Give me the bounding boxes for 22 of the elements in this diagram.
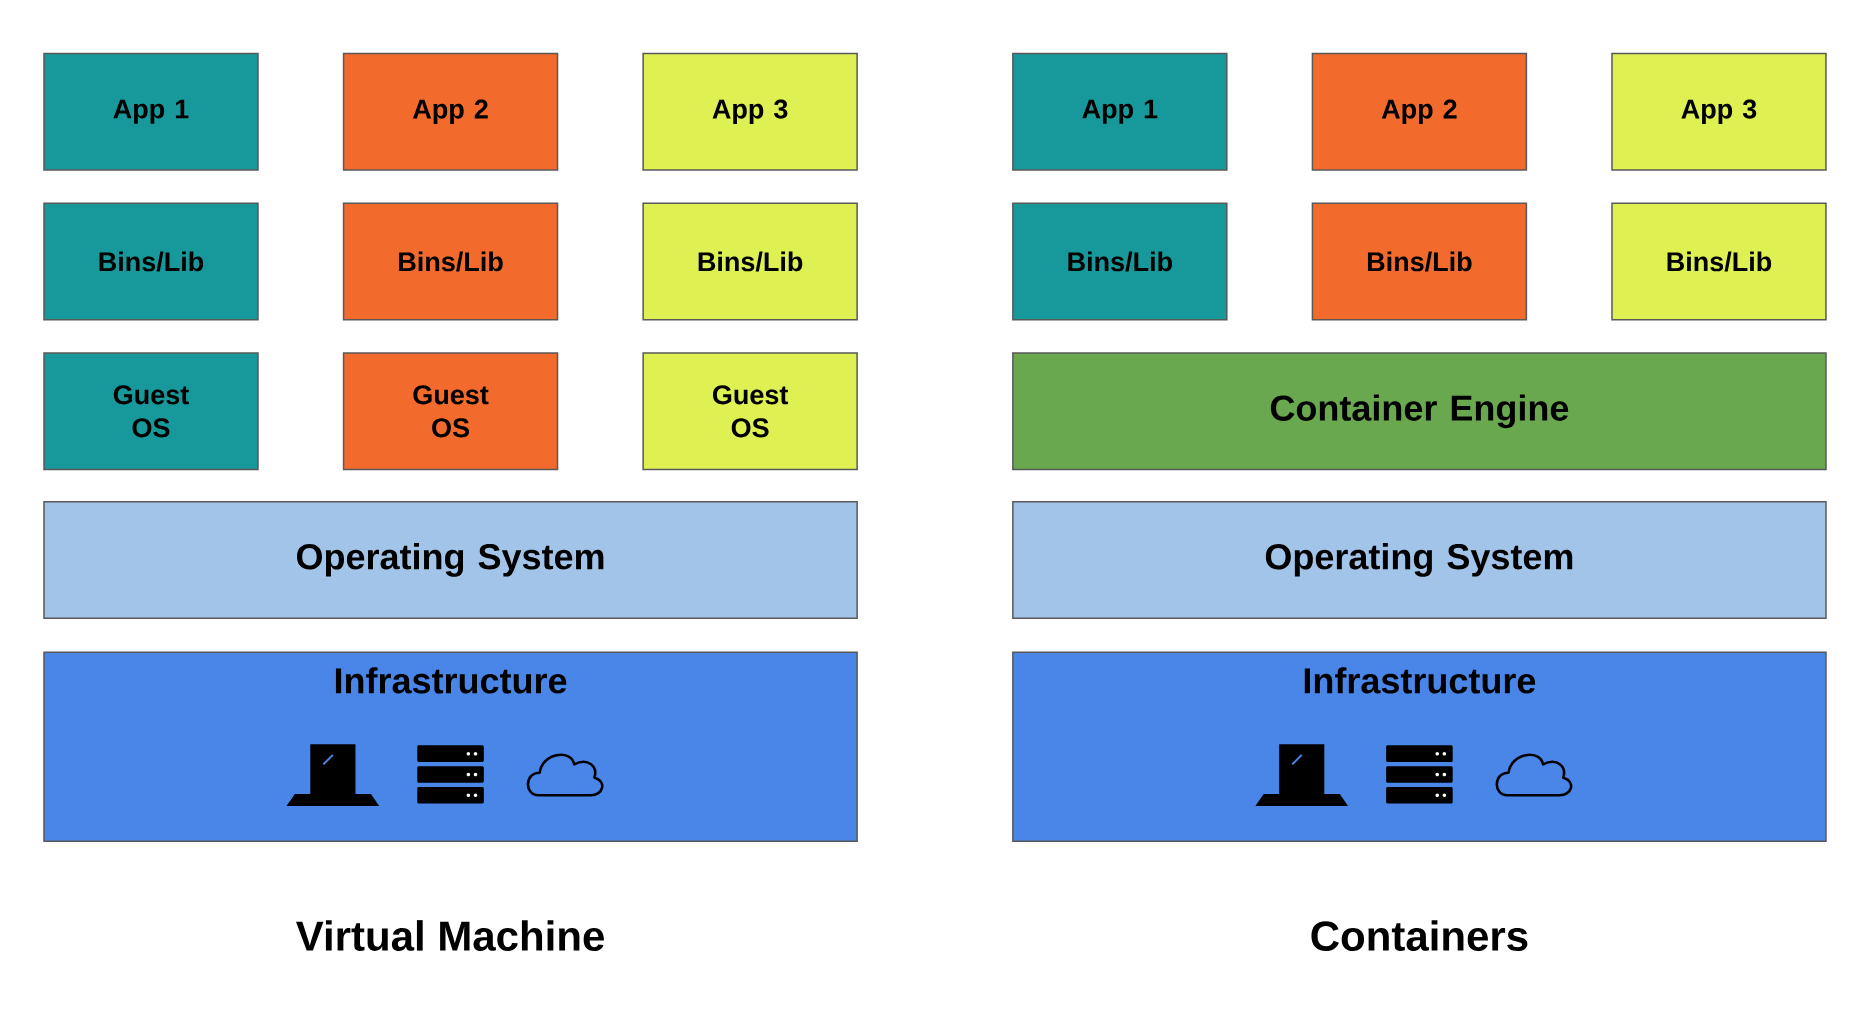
app-box: App 1 [1012,52,1228,171]
library-box: Bins/Lib [642,202,858,321]
os-layer: Operating System [1012,500,1827,619]
library-box: Bins/Lib [1611,202,1827,321]
library-box: Bins/Lib [1012,202,1228,321]
guest-os-box: Guest OS [43,352,259,471]
library-box: Bins/Lib [43,202,259,321]
app-box: App 3 [1611,52,1827,171]
guest-os-box: Guest OS [342,352,559,471]
panel-title: Virtual Machine [296,920,604,951]
infrastructure-layer: Infrastructure [1012,651,1827,842]
app-box: App 1 [43,52,259,171]
os-layer: Operating System [43,500,858,619]
app-box: App 2 [1311,52,1528,171]
panel-title: Containers [1311,920,1528,951]
app-box: App 2 [342,52,559,171]
guest-os-box: Guest OS [642,352,858,471]
library-box: Bins/Lib [1311,202,1528,321]
library-box: Bins/Lib [342,202,559,321]
infrastructure-layer: Infrastructure [43,651,858,842]
engine-box: Container Engine [1012,352,1827,471]
app-box: App 3 [642,52,858,171]
